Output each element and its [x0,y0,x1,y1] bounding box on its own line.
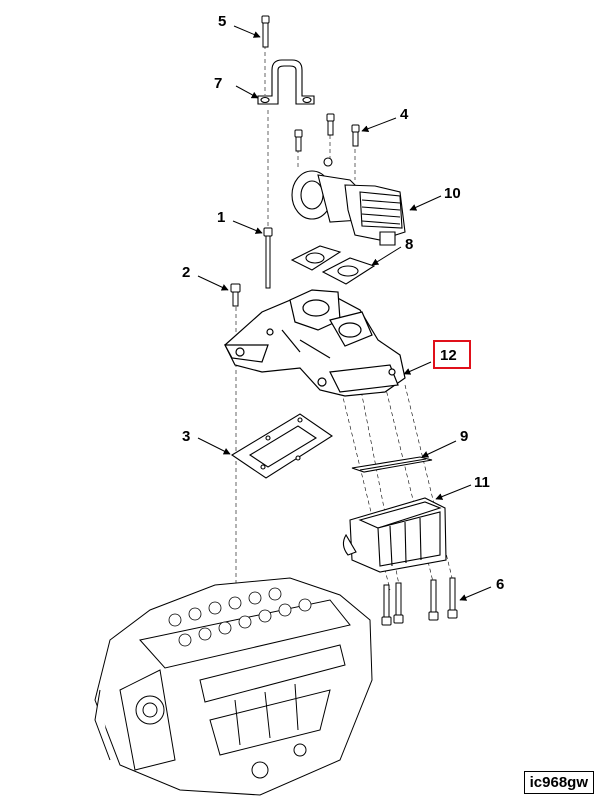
callout-labels: 5 7 4 10 1 8 2 12 3 9 11 6 [182,13,504,593]
leader-9 [421,440,457,458]
leader-5 [233,25,261,38]
callout-leaders [197,25,492,601]
callout-12: 12 [440,347,457,364]
leader-11 [435,484,472,500]
callout-7: 7 [214,75,222,92]
callout-9: 9 [460,428,468,445]
manifold-gasket-part [230,413,333,479]
long-bolt-part [263,227,273,289]
leader-2 [197,275,229,291]
leader-12 [403,361,432,375]
leader-8 [371,246,402,266]
callout-5: 5 [218,13,226,30]
leader-7 [235,85,259,99]
illustration-reference-code: ic968gw [523,771,594,794]
callout-10: 10 [444,185,461,202]
egr-valve-actuator-part [291,157,406,246]
egr-connection-housing [223,289,406,397]
callout-4: 4 [400,106,409,123]
bracket-part [257,59,315,105]
callout-8: 8 [405,236,413,253]
short-bolt-part [230,283,241,307]
cooler-bolts-part [381,577,458,626]
callout-2: 2 [182,264,190,281]
engine-cylinder-head [94,577,373,796]
callout-12-highlight-box [433,340,471,369]
callout-6: 6 [496,576,504,593]
egr-cooler-part [342,497,447,573]
callout-3: 3 [182,428,190,445]
leader-6 [459,586,492,601]
cooler-gasket-part [351,456,433,473]
callout-1: 1 [217,209,225,226]
valve-gaskets-part [290,245,376,285]
leader-1 [232,220,263,234]
valve-bolts-part [294,113,360,152]
bracket-bolt-part [261,15,270,48]
leader-10 [409,195,442,211]
leader-4 [361,117,397,133]
callout-11: 11 [474,474,490,491]
leader-3 [197,437,231,455]
